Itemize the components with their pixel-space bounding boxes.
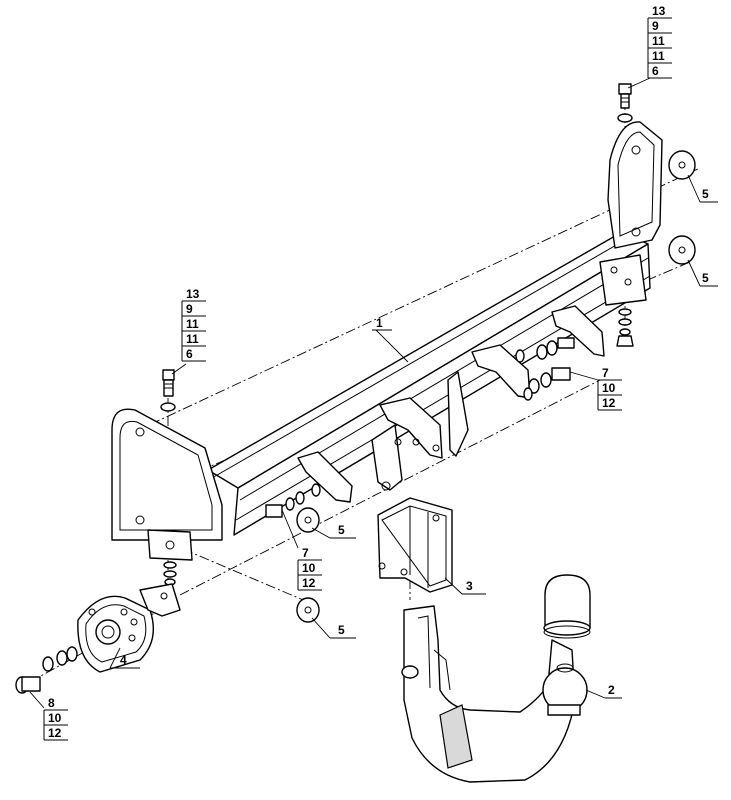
callout-labels: 1 2 3 4 5 5 5 5 [120, 187, 709, 697]
ball-cap [543, 574, 591, 639]
stack-tl-0: 13 [186, 287, 200, 301]
stack-mr-0: 7 [602, 366, 609, 380]
stack-tl-3: 11 [186, 332, 199, 346]
stack-top-right: 13 9 11 11 6 [647, 4, 672, 79]
stack-tr-1: 9 [652, 19, 659, 33]
left-mounting-plate [111, 408, 223, 561]
stack-tr-0: 13 [652, 4, 666, 18]
callout-3: 3 [466, 579, 473, 593]
stack-mc-0: 7 [302, 546, 309, 560]
bolt-top-right [616, 83, 634, 347]
stack-bl-1: 10 [48, 711, 62, 725]
stack-mc-1: 10 [302, 561, 316, 575]
stack-mid-center: 7 10 12 [297, 546, 322, 591]
stack-bottom-left: 8 10 12 [43, 696, 68, 741]
stack-tl-4: 6 [186, 347, 193, 361]
right-mounting-plate [599, 121, 663, 306]
cross-beam [207, 231, 651, 536]
stack-mr-2: 12 [602, 396, 616, 410]
stack-mid-right: 7 10 12 [597, 366, 622, 411]
stack-bl-2: 12 [48, 726, 62, 740]
leader-lines [29, 77, 718, 709]
ball-hitch [401, 605, 588, 783]
beam-brackets [297, 305, 605, 503]
callout-5-lower-right: 5 [702, 271, 709, 285]
stack-tl-2: 11 [186, 317, 199, 331]
stack-tr-3: 11 [652, 49, 665, 63]
callout-5-mid-left: 5 [338, 523, 345, 537]
stack-bl-0: 8 [48, 696, 55, 710]
callout-4: 4 [120, 653, 127, 667]
bolt-top-left [160, 369, 177, 586]
side-bracket [77, 583, 181, 673]
bolt-bottom-left [15, 646, 78, 694]
center-bracket [371, 424, 403, 491]
callout-2: 2 [608, 683, 615, 697]
stack-tr-2: 11 [652, 34, 665, 48]
callout-5-upper-right: 5 [702, 187, 709, 201]
bolts-mid-right [515, 337, 575, 401]
stack-top-left: 13 9 11 11 6 [181, 287, 206, 362]
stack-tr-4: 6 [652, 64, 659, 78]
stack-mr-1: 10 [602, 381, 616, 395]
receiver-bracket [377, 497, 453, 593]
spacer-discs [296, 150, 696, 623]
stack-mc-2: 12 [302, 576, 316, 590]
stack-tl-1: 9 [186, 302, 193, 316]
callout-5-bottom-left: 5 [338, 623, 345, 637]
callout-1: 1 [376, 316, 383, 330]
